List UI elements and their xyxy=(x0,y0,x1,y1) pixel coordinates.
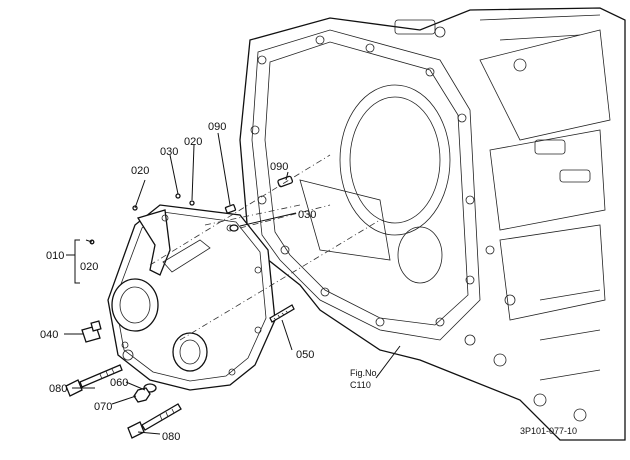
callout-090-b: 090 xyxy=(270,161,288,173)
o-ring-030-small xyxy=(175,193,181,199)
flange-bolt-holes xyxy=(250,35,475,327)
callout-labels: 020 030 020 090 090 030 010 020 040 050 … xyxy=(40,121,577,443)
callout-040: 040 xyxy=(40,329,58,341)
callout-020-b: 020 xyxy=(184,136,202,148)
callout-070: 070 xyxy=(94,401,112,413)
drawing-code: 3P101-077-10 xyxy=(520,426,577,436)
fig-no-value: C110 xyxy=(350,380,371,390)
callout-050: 050 xyxy=(296,349,314,361)
callout-020-a: 020 xyxy=(131,165,149,177)
transmission-case xyxy=(239,7,626,441)
o-ring-020-small xyxy=(189,200,195,206)
callout-030-a: 030 xyxy=(160,146,178,158)
o-ring-030 xyxy=(229,224,239,232)
callout-010: 010 xyxy=(46,250,64,262)
fig-no-label: Fig.No. xyxy=(350,368,379,378)
callout-090-a: 090 xyxy=(208,121,226,133)
small-parts xyxy=(89,193,239,245)
stud-bolt-050 xyxy=(269,304,295,323)
plug-040 xyxy=(81,320,102,343)
bolt-080-lower xyxy=(127,403,182,439)
dowel-pin-090 xyxy=(224,204,237,214)
callout-080-a: 080 xyxy=(49,383,67,395)
nut-070 xyxy=(133,387,151,403)
callout-060: 060 xyxy=(110,377,128,389)
callout-030-b: 030 xyxy=(298,209,316,221)
front-cover xyxy=(107,204,276,391)
center-lines xyxy=(149,154,381,341)
callout-080-b: 080 xyxy=(162,431,180,443)
callout-020-bracket: 020 xyxy=(80,261,98,273)
leader-lines xyxy=(64,132,401,435)
